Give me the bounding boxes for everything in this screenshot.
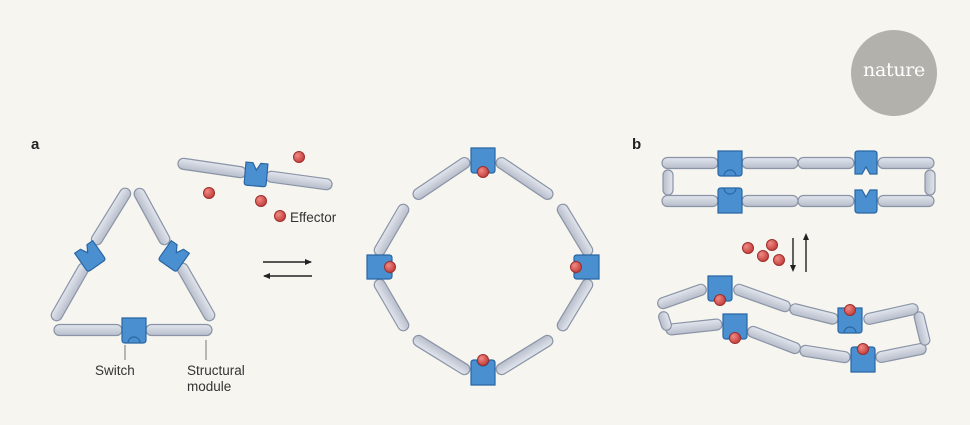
annotation-lines (124, 233, 809, 360)
structural-module (373, 278, 410, 332)
effector-icon (203, 187, 215, 199)
structural-module (661, 194, 719, 208)
down-arrow-head (790, 265, 796, 272)
structural-module (412, 334, 471, 376)
structural-module (789, 303, 839, 325)
effector-label: Effector (290, 210, 337, 225)
structural-module (913, 311, 931, 346)
structural-module-label-line2: module (187, 379, 232, 394)
panel-a-label: a (31, 136, 40, 153)
effector-icon (729, 332, 741, 344)
structural-module (657, 283, 707, 310)
structural-module (145, 323, 213, 337)
structural-module (747, 325, 801, 355)
switch-icon (717, 150, 743, 177)
forward-arrow-head (305, 259, 312, 265)
up-arrow-head (803, 233, 809, 240)
effector-icon (714, 294, 726, 306)
structural-module (657, 311, 673, 331)
structural-modules (50, 156, 936, 376)
reverse-arrow-head (263, 273, 270, 279)
structural-module (797, 156, 855, 170)
effector-icon (742, 242, 754, 254)
structural-module (665, 318, 723, 336)
effector-icon (766, 239, 778, 251)
nature-logo: nature (851, 30, 937, 116)
structural-module (733, 283, 791, 313)
structural-module (53, 323, 123, 337)
effector-icon (773, 254, 785, 266)
structural-module (412, 156, 471, 201)
effector-icon (857, 343, 869, 355)
effector-icon (757, 250, 769, 262)
effector-icon (477, 166, 489, 178)
structural-module (556, 278, 594, 332)
structural-module (133, 187, 171, 246)
structural-module (875, 342, 927, 364)
structural-module (177, 157, 247, 179)
structural-module (799, 344, 851, 364)
effector-icon (477, 354, 489, 366)
structural-module (90, 187, 132, 246)
switch-icon (717, 187, 743, 214)
effector-icon (384, 261, 396, 273)
effector-icon (844, 304, 856, 316)
structural-module (661, 156, 719, 170)
effector-icon (255, 195, 267, 207)
structural-module (265, 170, 333, 191)
structural-module (741, 194, 799, 208)
structural-module (924, 169, 936, 196)
switch-icon (854, 189, 878, 214)
structural-module (877, 194, 935, 208)
switch-icon (121, 317, 147, 344)
effectors (203, 151, 869, 366)
structural-module (662, 169, 674, 196)
structural-module (863, 303, 919, 325)
structural-module (797, 194, 855, 208)
structural-module (495, 156, 554, 201)
effector-icon (293, 151, 305, 163)
panel-b-label: b (632, 136, 642, 153)
switches (74, 147, 878, 386)
effector-icon (274, 210, 286, 222)
structural-module (556, 203, 594, 257)
structural-module-label-line1: Structural (187, 363, 245, 378)
switch-label: Switch (95, 363, 135, 378)
structural-module (741, 156, 799, 170)
switch-icon (854, 150, 878, 175)
structural-module (176, 262, 216, 322)
structural-module (495, 334, 554, 376)
structural-module (50, 262, 90, 322)
nature-logo-text: nature (863, 59, 925, 81)
structural-module (373, 203, 410, 257)
structural-module (877, 156, 935, 170)
effector-icon (570, 261, 582, 273)
switch-icon (243, 161, 269, 188)
